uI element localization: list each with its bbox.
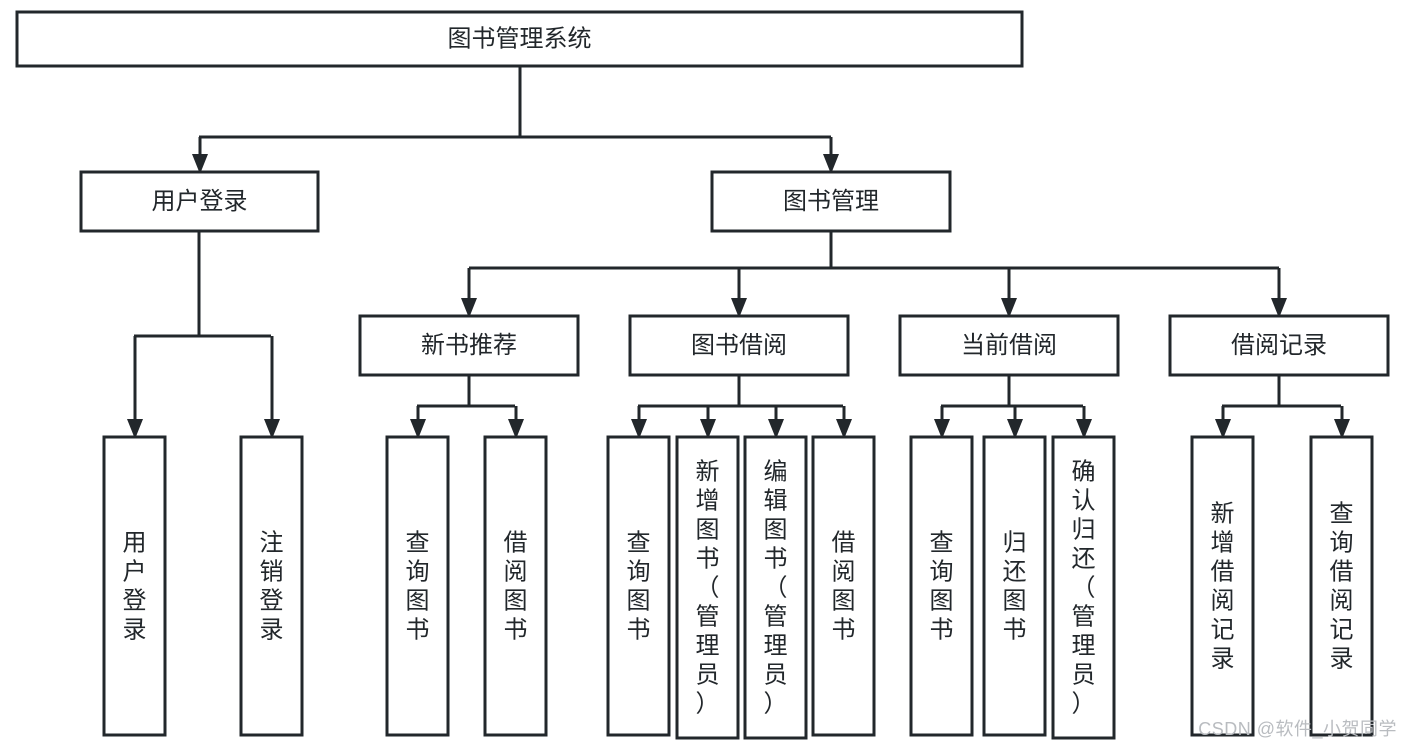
arrow-head-icon (836, 419, 852, 439)
node-label: 确认归还（管理员） (1072, 459, 1096, 718)
node-leaf-edit-book[interactable]: 编辑图书（管理员） (743, 435, 808, 740)
node-box[interactable] (1309, 435, 1374, 737)
arrow-head-icon (731, 298, 747, 318)
node-leaf-return-book[interactable]: 归还图书 (982, 435, 1047, 737)
connector-layer (127, 66, 1350, 439)
node-current-borrow[interactable]: 当前借阅 (898, 314, 1120, 377)
node-box[interactable] (710, 170, 952, 233)
arrow-head-icon (934, 419, 950, 439)
node-leaf-query-book-2[interactable]: 查询图书 (606, 435, 671, 737)
node-new-book-rec[interactable]: 新书推荐 (358, 314, 580, 377)
node-box[interactable] (385, 435, 450, 737)
node-label: 图书借阅 (691, 332, 787, 359)
node-box[interactable] (483, 435, 548, 737)
arrow-head-icon (1271, 298, 1287, 318)
node-leaf-user-login[interactable]: 用户登录 (102, 435, 167, 737)
node-leaf-confirm-return[interactable]: 确认归还（管理员） (1051, 435, 1116, 740)
node-box[interactable] (1168, 314, 1390, 377)
connector-group-root (192, 66, 839, 174)
node-label: 用户登录 (152, 188, 248, 215)
arrow-head-icon (461, 298, 477, 318)
arrow-head-icon (1215, 419, 1231, 439)
node-box[interactable] (358, 314, 580, 377)
node-book-manage[interactable]: 图书管理 (710, 170, 952, 233)
node-box[interactable] (1190, 435, 1255, 737)
node-leaf-add-book[interactable]: 新增图书（管理员） (675, 435, 740, 740)
node-box[interactable] (1051, 435, 1116, 740)
arrow-head-icon (264, 419, 280, 439)
node-label: 用户登录 (123, 530, 147, 644)
node-label: 查询图书 (406, 530, 430, 644)
arrow-head-icon (700, 419, 716, 439)
node-label: 查询借阅记录 (1330, 501, 1354, 673)
node-box[interactable] (982, 435, 1047, 737)
node-leaf-borrow-book-2[interactable]: 借阅图书 (811, 435, 876, 737)
node-box[interactable] (239, 435, 304, 737)
arrow-head-icon (192, 154, 208, 174)
node-box[interactable] (79, 170, 320, 233)
node-box[interactable] (811, 435, 876, 737)
arrow-head-icon (768, 419, 784, 439)
connector-group-book-borrow (631, 375, 852, 439)
arrow-head-icon (631, 419, 647, 439)
node-borrow-record[interactable]: 借阅记录 (1168, 314, 1390, 377)
node-box[interactable] (909, 435, 974, 737)
arrow-head-icon (1076, 419, 1092, 439)
connector-group-user-login (127, 231, 280, 439)
node-label: 图书管理 (783, 188, 879, 215)
connector-group-current-borrow (934, 375, 1092, 439)
node-label: 借阅记录 (1231, 332, 1327, 359)
node-label: 归还图书 (1003, 530, 1027, 644)
node-box[interactable] (898, 314, 1120, 377)
node-box[interactable] (675, 435, 740, 740)
node-leaf-query-book-1[interactable]: 查询图书 (385, 435, 450, 737)
node-label: 借阅图书 (832, 530, 856, 644)
node-box[interactable] (606, 435, 671, 737)
node-label: 借阅图书 (504, 530, 528, 644)
arrow-head-icon (410, 419, 426, 439)
node-leaf-borrow-book-1[interactable]: 借阅图书 (483, 435, 548, 737)
node-box[interactable] (628, 314, 850, 377)
arrow-head-icon (127, 419, 143, 439)
connector-group-borrow-record (1215, 375, 1350, 439)
node-box[interactable] (15, 10, 1024, 68)
node-leaf-add-record[interactable]: 新增借阅记录 (1190, 435, 1255, 737)
node-label: 编辑图书（管理员） (764, 459, 788, 718)
node-user-login[interactable]: 用户登录 (79, 170, 320, 233)
connector-group-new-book-rec (410, 375, 524, 439)
arrow-head-icon (823, 154, 839, 174)
node-label: 查询图书 (930, 530, 954, 644)
node-label: 新增借阅记录 (1211, 501, 1235, 673)
node-label: 图书管理系统 (448, 25, 592, 52)
node-box[interactable] (743, 435, 808, 740)
arrow-head-icon (1007, 419, 1023, 439)
node-layer: 图书管理系统用户登录图书管理新书推荐图书借阅当前借阅借阅记录用户登录注销登录查询… (15, 10, 1390, 740)
arrow-head-icon (1334, 419, 1350, 439)
node-book-borrow[interactable]: 图书借阅 (628, 314, 850, 377)
node-label: 查询图书 (627, 530, 651, 644)
node-leaf-query-book-3[interactable]: 查询图书 (909, 435, 974, 737)
node-label: 新书推荐 (421, 332, 517, 359)
node-box[interactable] (102, 435, 167, 737)
node-leaf-query-record[interactable]: 查询借阅记录 (1309, 435, 1374, 737)
node-root[interactable]: 图书管理系统 (15, 10, 1024, 68)
node-label: 当前借阅 (961, 332, 1057, 359)
node-label: 新增图书（管理员） (696, 459, 720, 718)
node-label: 注销登录 (260, 530, 284, 644)
arrow-head-icon (508, 419, 524, 439)
connector-group-book-manage (461, 231, 1287, 318)
arrow-head-icon (1001, 298, 1017, 318)
node-leaf-user-logout[interactable]: 注销登录 (239, 435, 304, 737)
